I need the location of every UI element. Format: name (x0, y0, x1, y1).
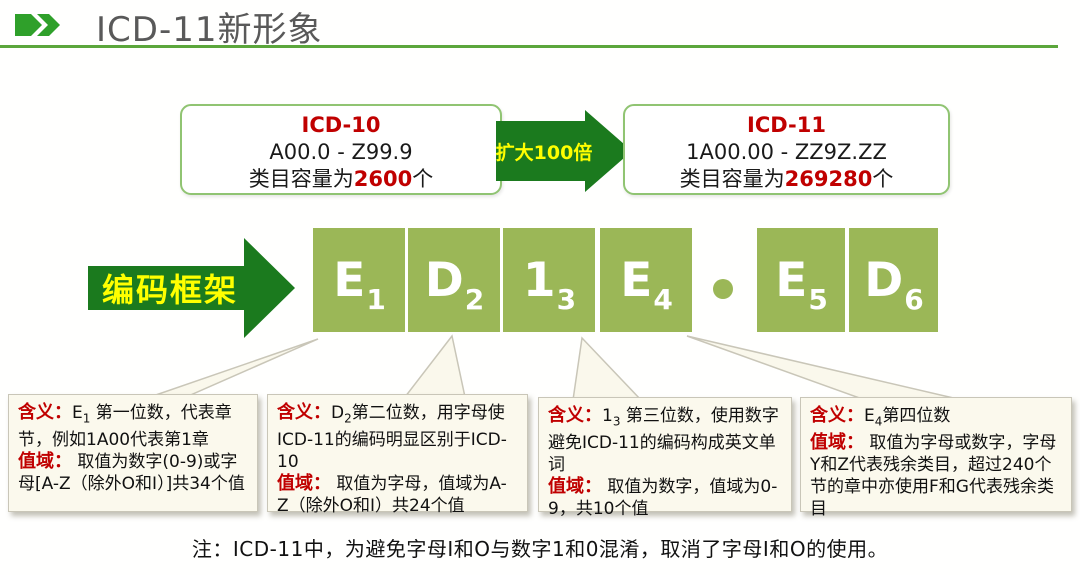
callout-13: 含义：13 第三位数，使用数字避免ICD-11的编码构成英文单词 值域： 取值为… (538, 397, 792, 519)
range-label: 值域： (548, 476, 602, 498)
title-divider (0, 45, 1058, 48)
expand-arrow-label: 扩大100倍 (495, 142, 593, 164)
icd10-range: A00.0 - Z99.9 (269, 140, 413, 164)
range-label: 值域： (810, 432, 864, 454)
framework-arrow-label: 编码框架 (101, 271, 238, 309)
range-label: 值域： (277, 473, 331, 495)
icd10-box: ICD-10 A00.0 - Z99.9 类目容量为2600个 (180, 104, 502, 195)
icd11-title: ICD-11 (747, 113, 826, 137)
page-title: ICD-11新形象 (96, 10, 323, 50)
expand-arrow (496, 110, 632, 192)
callout-e4: 含义：E4第四位数 值域： 取值为字母或数字，字母Y和Z代表残余类目，超过240… (800, 397, 1072, 519)
range-label: 值域： (18, 451, 72, 473)
meaning-label: 含义： (277, 402, 331, 423)
icd10-title: ICD-10 (301, 113, 381, 137)
footnote: 注：ICD-11中，为避免字母I和O与数字1和0混淆，取消了字母I和O的使用。 (191, 537, 889, 561)
meaning-label: 含义： (18, 402, 72, 423)
meaning-label: 含义： (548, 405, 602, 426)
callout-e1: 含义：E1 第一位数，代表章节，例如1A00代表第1章 值域： 取值为数字(0-… (8, 394, 258, 512)
double-chevron-icon (15, 14, 60, 36)
icd11-range: 1A00.00 - ZZ9Z.ZZ (686, 140, 887, 164)
icd10-capacity: 类目容量为2600个 (248, 167, 434, 191)
meaning-label: 含义： (810, 405, 864, 426)
framework-arrow (88, 238, 295, 338)
icd11-box: ICD-11 1A00.00 - ZZ9Z.ZZ 类目容量为269280个 (623, 104, 950, 195)
callout-d2: 含义：D2第二位数，用字母使ICD-11的编码明显区别于ICD-10 值域： 取… (267, 394, 528, 516)
icd11-capacity: 类目容量为269280个 (679, 167, 894, 191)
code-separator-dot (713, 279, 733, 299)
